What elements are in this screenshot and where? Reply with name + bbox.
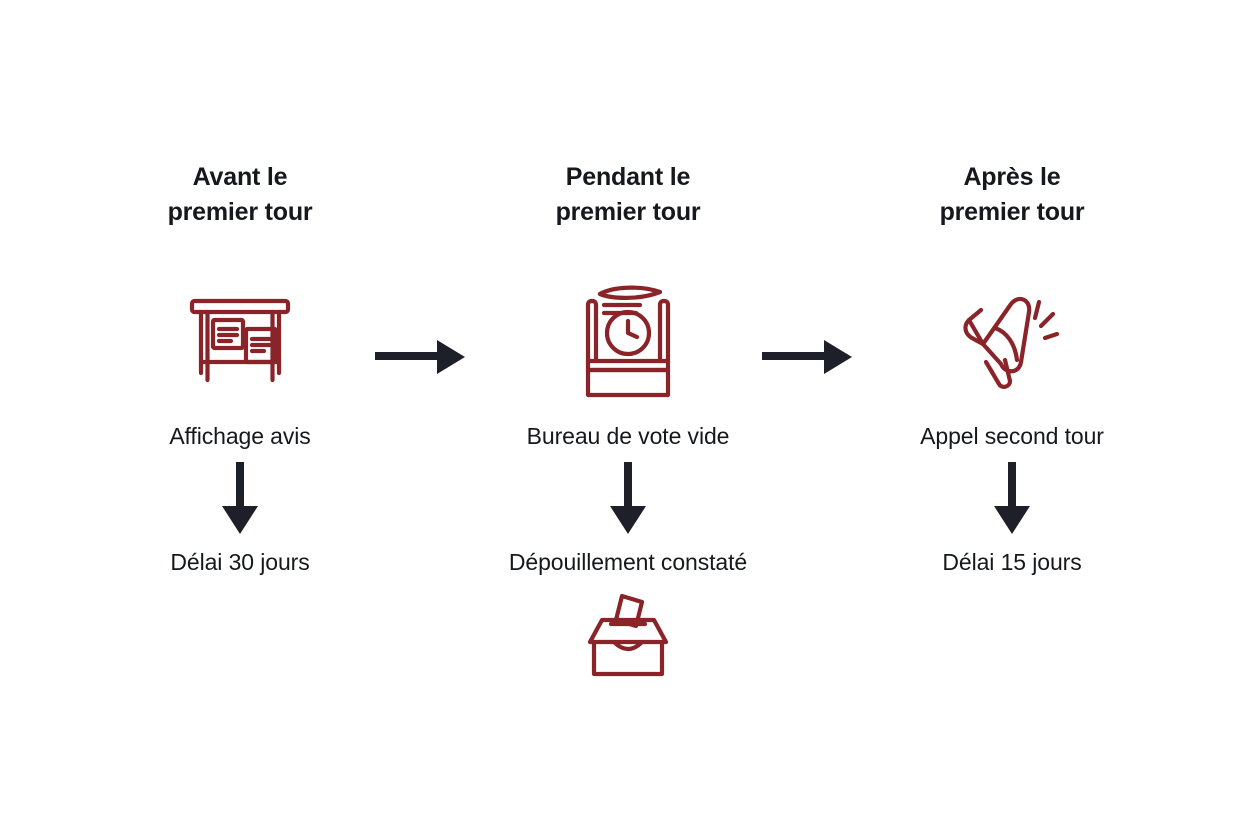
- megaphone-icon: [963, 296, 1060, 389]
- caption-delai-15-jours: Délai 15 jours: [942, 548, 1082, 575]
- column-pendant: Pendant le premier tour: [478, 160, 778, 682]
- icon-slot-pendant: [578, 270, 678, 410]
- column-heading-avant: Avant le premier tour: [167, 163, 313, 226]
- caption-appel-second-tour: Appel second tour: [920, 423, 1104, 449]
- arrow-down-icon: [222, 461, 258, 534]
- voting-booth-clock-icon: [585, 285, 671, 398]
- column-heading-apres: Après le premier tour: [939, 163, 1085, 226]
- column-apres: Après le premier tour: [862, 160, 1162, 682]
- column-avant: Avant le premier tour: [90, 160, 390, 682]
- down-arrow-slot-apres: [990, 452, 1034, 548]
- sub-icon-slot-pendant: [580, 586, 676, 682]
- icon-slot-avant: [185, 270, 295, 410]
- down-arrow-slot-avant: [218, 452, 262, 548]
- arrow-down-icon: [610, 461, 646, 534]
- notice-board-icon: [189, 298, 291, 383]
- icon-slot-apres: [959, 270, 1065, 410]
- caption-delai-30-jours: Délai 30 jours: [170, 548, 310, 575]
- connector-avant-pendant: [375, 335, 467, 384]
- down-arrow-slot-pendant: [606, 452, 650, 548]
- arrow-right-icon: [375, 340, 465, 374]
- column-heading-pendant: Pendant le premier tour: [555, 163, 701, 226]
- arrow-right-icon: [762, 340, 852, 374]
- arrow-down-icon: [994, 461, 1030, 534]
- caption-affichage-avis: Affichage avis: [169, 423, 311, 449]
- caption-depouillement-constate: Dépouillement constaté: [508, 548, 748, 575]
- caption-bureau-de-vote-vide: Bureau de vote vide: [526, 423, 730, 449]
- ballot-box-icon: [587, 593, 669, 676]
- connector-pendant-apres: [762, 335, 854, 384]
